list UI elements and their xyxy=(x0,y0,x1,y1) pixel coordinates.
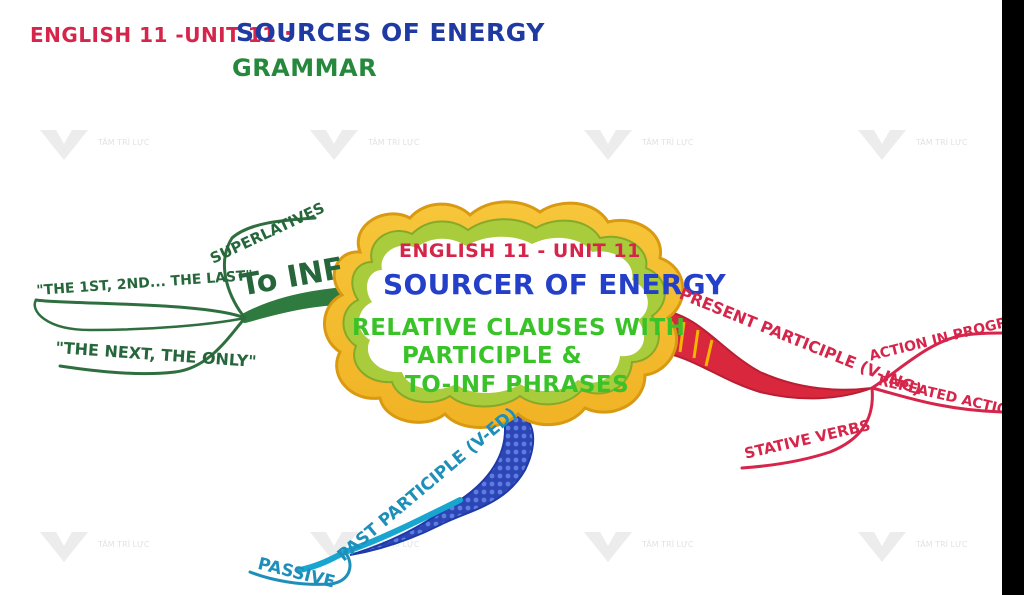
watermark-text: TÂM TRÍ LỰC xyxy=(916,138,968,147)
watermark-logo-icon xyxy=(38,530,90,568)
action-in-progress-branch xyxy=(870,331,1002,390)
to-inf-branch-next xyxy=(58,316,247,376)
central-topic-unit: ENGLISH 11 - UNIT 11 xyxy=(399,240,641,262)
watermark-logo-icon xyxy=(856,128,908,166)
to-inf-branch-first xyxy=(34,298,247,320)
central-topic-cloud-inner xyxy=(358,236,648,393)
watermark-text: TÂM TRÍ LỰC xyxy=(98,540,150,549)
page-subtitle: GRAMMAR xyxy=(232,54,378,82)
past-participle-branch-tail xyxy=(297,497,463,573)
central-topic-line-1: RELATIVE CLAUSES WITH xyxy=(352,315,686,341)
watermark-text: TÂM TRÍ LỰC xyxy=(642,138,694,147)
central-topic-title: SOURCER OF ENERGY xyxy=(383,268,726,301)
central-topic-line-2: PARTICIPLE & xyxy=(402,343,583,369)
to-inf-branch-upper xyxy=(222,216,317,320)
watermark-text: TÂM TRÍ LỰC xyxy=(916,540,968,549)
mindmap-drawing xyxy=(33,200,1002,586)
watermark-logo-icon xyxy=(582,128,634,166)
page-title-prefix: ENGLISH 11 -UNIT 11 : xyxy=(30,23,293,47)
stative-verbs-branch xyxy=(740,386,874,470)
passive-branch xyxy=(248,550,352,586)
watermark-text: TÂM TRÍ LỰC xyxy=(642,540,694,549)
watermark-logo-icon xyxy=(38,128,90,166)
watermark-text: TÂM TRÍ LỰC xyxy=(368,138,420,147)
mindmap-canvas: TÂM TRÍ LỰC TÂM TRÍ LỰC TÂM TRÍ LỰC TÂM TRÍ… xyxy=(0,0,1002,595)
to-inf-branch-first-loop xyxy=(33,298,247,332)
page-title: SOURCES OF ENERGY xyxy=(236,18,545,47)
repeated-actions-branch xyxy=(870,386,1002,414)
watermark-text: TÂM TRÍ LỰC xyxy=(98,138,150,147)
watermark-logo-icon xyxy=(856,530,908,568)
watermark-logo-icon xyxy=(308,530,360,568)
watermark-logo-icon xyxy=(582,530,634,568)
central-topic-line-3: TO-INF PHRASES xyxy=(405,372,630,398)
watermark-logo-icon xyxy=(308,128,360,166)
past-participle-branch-thick xyxy=(349,410,535,556)
